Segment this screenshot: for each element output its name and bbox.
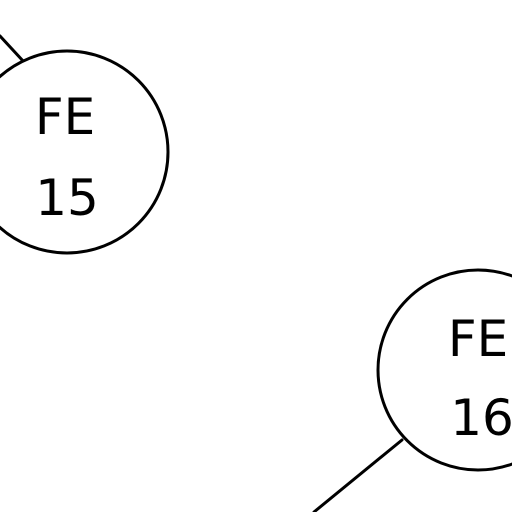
node-fe-15-label: FE [35,88,95,146]
node-fe-15-number: 15 [35,169,99,227]
node-fe-16-circle [376,268,512,472]
connector-line-fe16 [312,438,404,512]
node-fe-15: FE 15 [0,49,170,255]
node-fe-16-label: FE [448,310,508,368]
node-fe-16-number: 16 [450,389,512,447]
node-fe-15-circle [0,49,170,255]
connector-line-fe15 [0,34,26,64]
node-fe-16: FE 16 [376,268,512,472]
